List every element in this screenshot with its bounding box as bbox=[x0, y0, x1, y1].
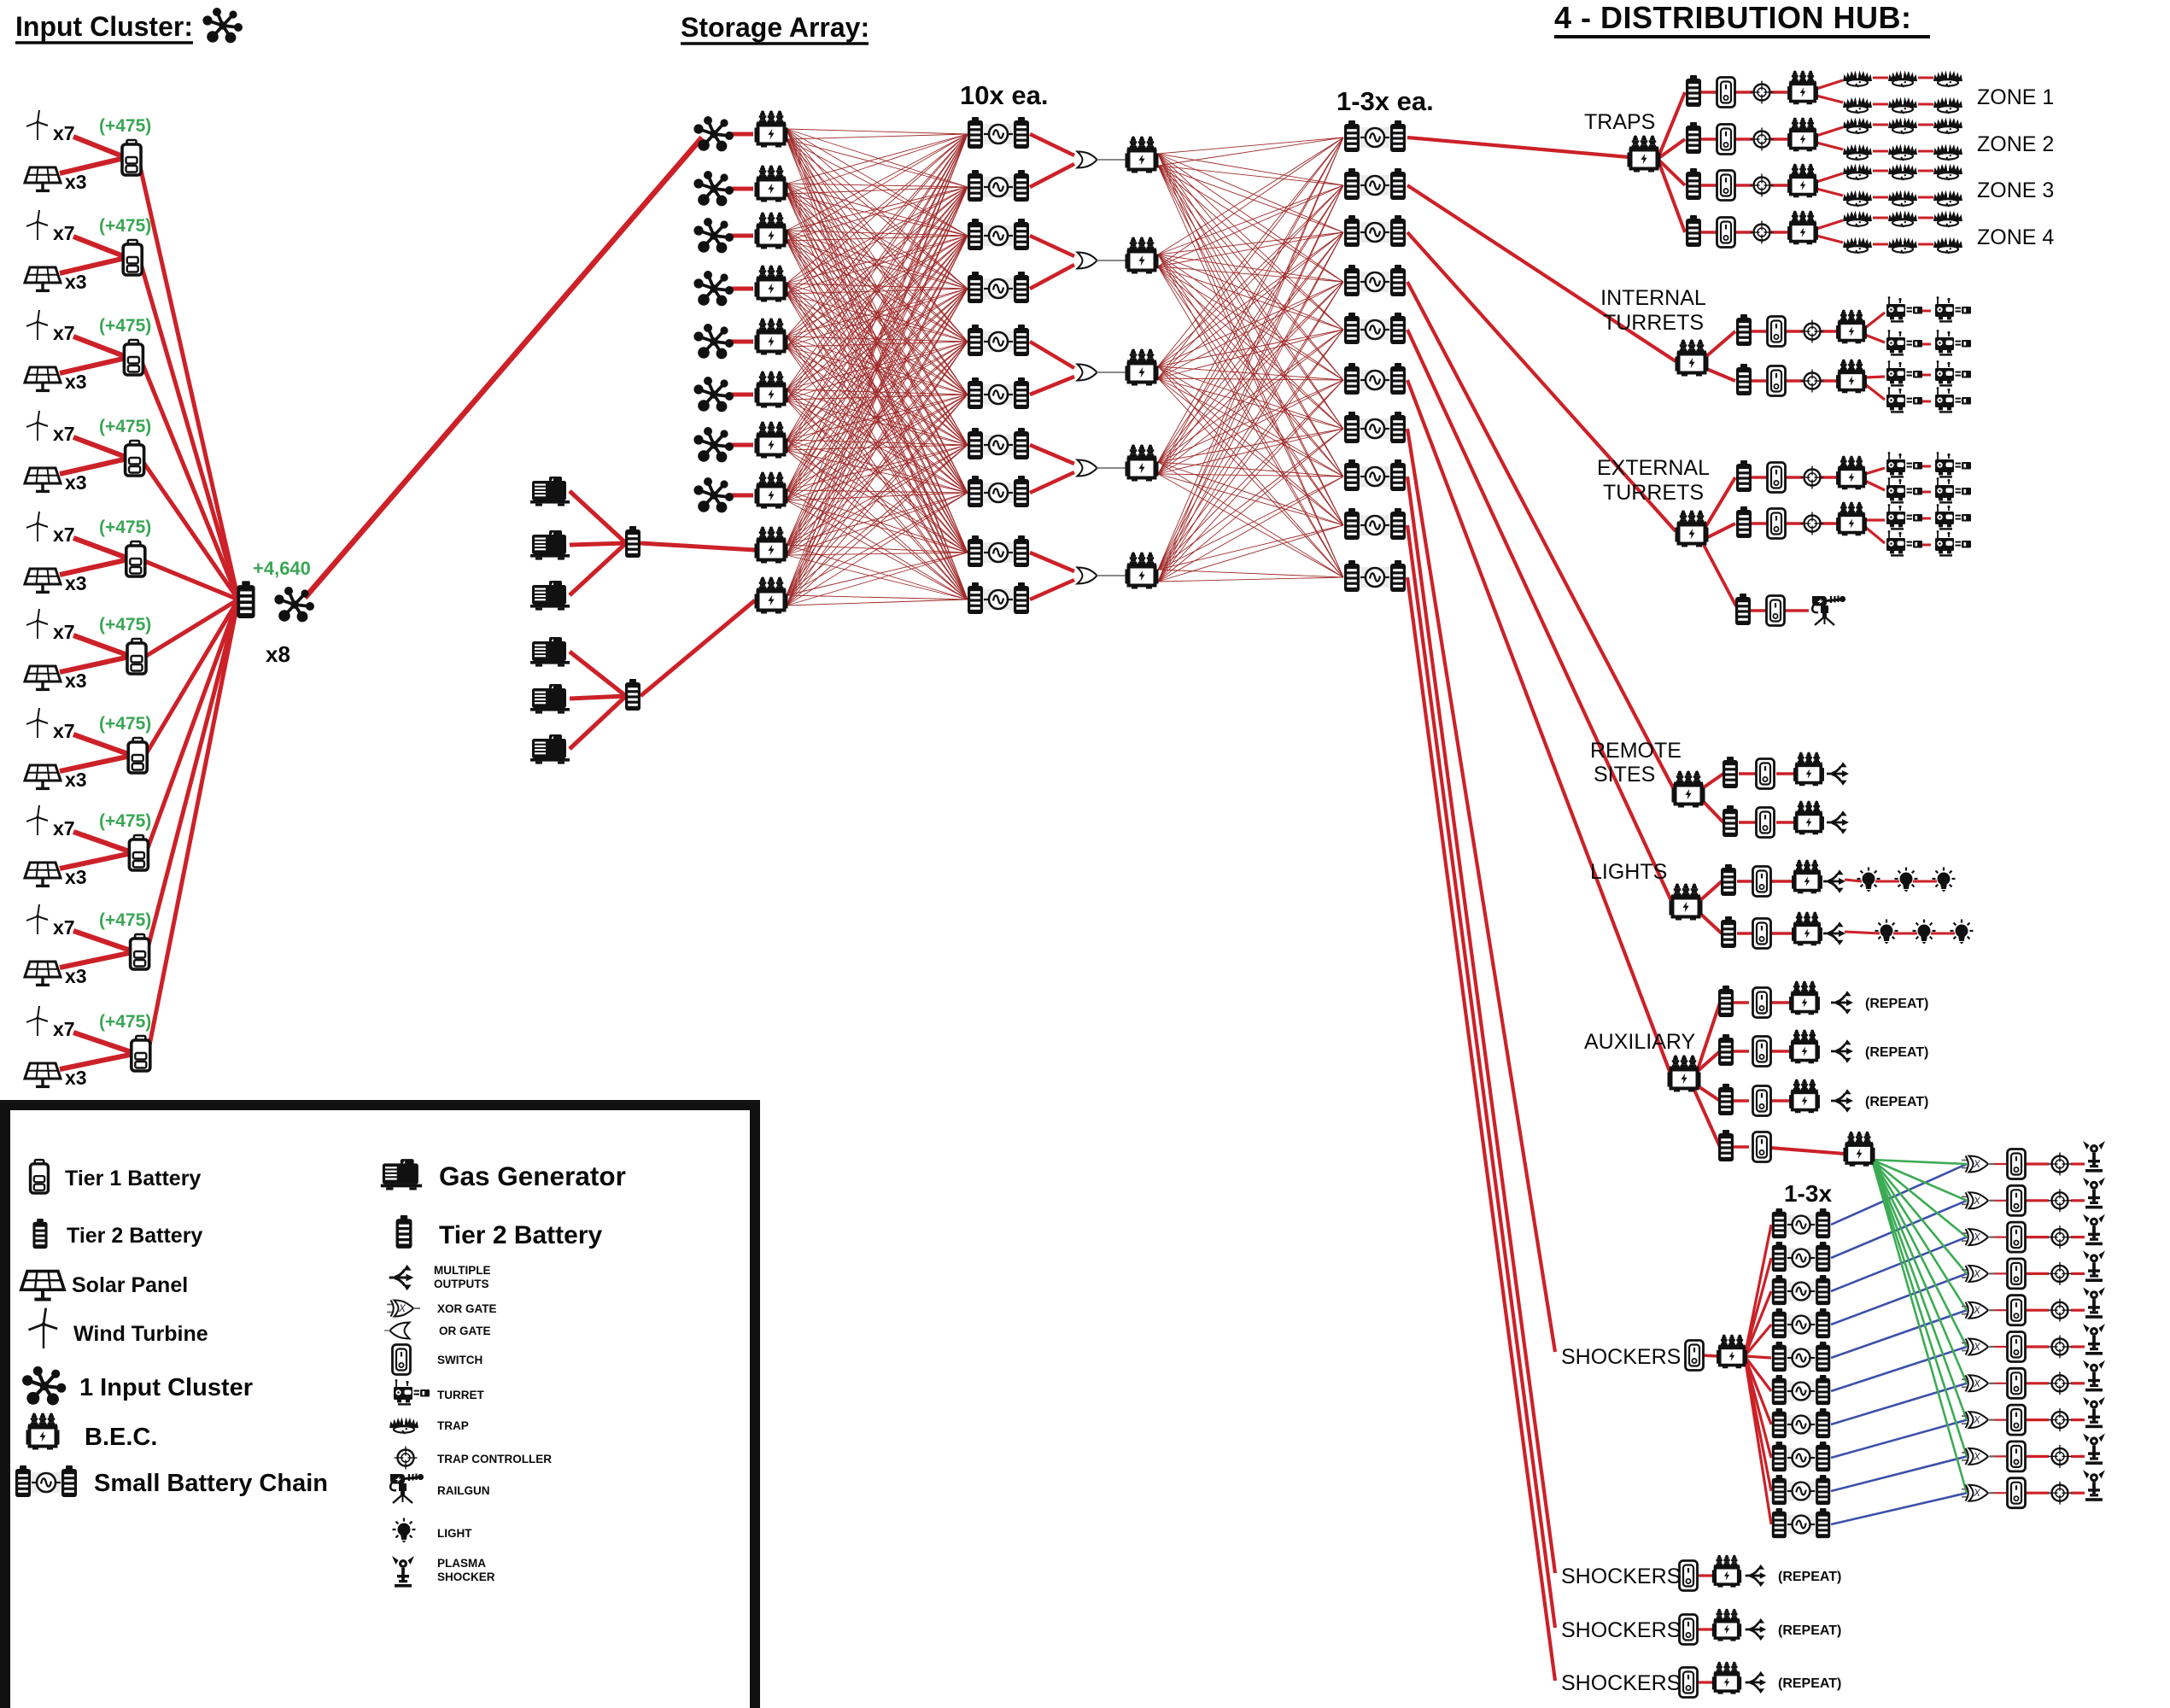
svg-text:Solar Panel: Solar Panel bbox=[72, 1273, 188, 1297]
svg-text:ZONE 3: ZONE 3 bbox=[1977, 178, 2054, 202]
svg-text:TRAP CONTROLLER: TRAP CONTROLLER bbox=[437, 1453, 552, 1465]
svg-text:(+475): (+475) bbox=[99, 116, 151, 136]
svg-text:x7: x7 bbox=[53, 817, 75, 839]
svg-text:Tier 2 Battery: Tier 2 Battery bbox=[439, 1221, 603, 1249]
svg-text:x3: x3 bbox=[65, 572, 87, 594]
svg-text:(+475): (+475) bbox=[99, 910, 151, 930]
svg-text:x3: x3 bbox=[65, 965, 87, 987]
svg-text:1-3x: 1-3x bbox=[1784, 1180, 1832, 1207]
svg-text:x3: x3 bbox=[65, 271, 87, 293]
svg-text:(+475): (+475) bbox=[99, 417, 151, 436]
svg-text:SHOCKERS: SHOCKERS bbox=[1561, 1618, 1681, 1642]
svg-text:RAILGUN: RAILGUN bbox=[437, 1484, 490, 1497]
svg-text:(+475): (+475) bbox=[99, 615, 151, 635]
svg-text:TURRET: TURRET bbox=[437, 1389, 484, 1401]
svg-text:SHOCKER: SHOCKER bbox=[437, 1571, 495, 1583]
svg-text:TRAPS: TRAPS bbox=[1584, 110, 1655, 134]
svg-text:(REPEAT): (REPEAT) bbox=[1865, 1045, 1928, 1060]
svg-text:(REPEAT): (REPEAT) bbox=[1778, 1570, 1841, 1584]
svg-text:x3: x3 bbox=[65, 1067, 87, 1089]
svg-text:10x ea.: 10x ea. bbox=[960, 80, 1048, 110]
svg-text:4 - DISTRIBUTION HUB:: 4 - DISTRIBUTION HUB: bbox=[1554, 0, 1912, 35]
svg-text:x7: x7 bbox=[53, 122, 75, 144]
svg-text:OR GATE: OR GATE bbox=[439, 1325, 491, 1337]
svg-text:TURRETS: TURRETS bbox=[1603, 311, 1704, 335]
svg-text:x7: x7 bbox=[53, 222, 75, 244]
svg-text:Input Cluster:: Input Cluster: bbox=[15, 11, 193, 42]
svg-text:SHOCKERS: SHOCKERS bbox=[1561, 1565, 1681, 1588]
svg-text:(+475): (+475) bbox=[99, 316, 151, 336]
svg-text:x8: x8 bbox=[266, 641, 290, 667]
svg-text:REMOTE: REMOTE bbox=[1590, 739, 1682, 763]
svg-text:LIGHTS: LIGHTS bbox=[1590, 860, 1667, 884]
svg-text:AUXILIARY: AUXILIARY bbox=[1584, 1030, 1695, 1054]
svg-text:+4,640: +4,640 bbox=[253, 558, 311, 579]
svg-text:x3: x3 bbox=[65, 769, 87, 791]
svg-text:x7: x7 bbox=[53, 524, 75, 546]
svg-text:(+475): (+475) bbox=[99, 1012, 151, 1032]
svg-text:x3: x3 bbox=[65, 171, 87, 193]
svg-text:SITES: SITES bbox=[1594, 763, 1655, 787]
svg-text:x7: x7 bbox=[53, 423, 75, 445]
svg-text:XOR GATE: XOR GATE bbox=[437, 1302, 497, 1315]
svg-text:TURRETS: TURRETS bbox=[1603, 481, 1704, 505]
svg-text:x7: x7 bbox=[53, 322, 75, 344]
svg-text:Small Battery Chain: Small Battery Chain bbox=[94, 1470, 328, 1497]
svg-text:ZONE 4: ZONE 4 bbox=[1977, 225, 2054, 249]
svg-text:OUTPUTS: OUTPUTS bbox=[434, 1278, 489, 1290]
svg-text:x3: x3 bbox=[65, 670, 87, 692]
svg-text:SHOCKERS: SHOCKERS bbox=[1561, 1671, 1681, 1695]
svg-text:x7: x7 bbox=[53, 720, 75, 742]
svg-text:(+475): (+475) bbox=[99, 216, 151, 236]
svg-text:LIGHT: LIGHT bbox=[437, 1527, 472, 1540]
svg-text:MULTIPLE: MULTIPLE bbox=[434, 1264, 491, 1277]
svg-text:x3: x3 bbox=[65, 471, 87, 494]
svg-text:Tier 1 Battery: Tier 1 Battery bbox=[65, 1167, 201, 1190]
svg-text:(REPEAT): (REPEAT) bbox=[1778, 1676, 1841, 1691]
svg-text:(+475): (+475) bbox=[99, 811, 151, 831]
svg-text:ZONE 1: ZONE 1 bbox=[1977, 85, 2054, 109]
svg-text:1-3x ea.: 1-3x ea. bbox=[1337, 86, 1434, 116]
svg-text:x3: x3 bbox=[65, 371, 87, 393]
svg-text:SHOCKERS: SHOCKERS bbox=[1561, 1345, 1681, 1369]
svg-text:x7: x7 bbox=[53, 916, 75, 939]
svg-text:Storage Array:: Storage Array: bbox=[681, 12, 869, 43]
svg-text:Gas Generator: Gas Generator bbox=[439, 1161, 626, 1191]
svg-text:(+475): (+475) bbox=[99, 518, 151, 537]
svg-text:1 Input Cluster: 1 Input Cluster bbox=[79, 1374, 253, 1401]
svg-text:x7: x7 bbox=[53, 621, 75, 643]
svg-text:B.E.C.: B.E.C. bbox=[85, 1424, 157, 1451]
svg-text:(REPEAT): (REPEAT) bbox=[1778, 1623, 1841, 1638]
svg-text:(+475): (+475) bbox=[99, 714, 151, 734]
svg-text:SWITCH: SWITCH bbox=[437, 1354, 483, 1366]
svg-text:Wind Turbine: Wind Turbine bbox=[73, 1322, 208, 1346]
svg-text:x3: x3 bbox=[65, 866, 87, 888]
svg-text:INTERNAL: INTERNAL bbox=[1600, 286, 1706, 310]
svg-text:Tier 2 Battery: Tier 2 Battery bbox=[67, 1224, 202, 1248]
svg-text:TRAP: TRAP bbox=[437, 1419, 469, 1432]
svg-text:EXTERNAL: EXTERNAL bbox=[1597, 456, 1710, 480]
svg-text:(REPEAT): (REPEAT) bbox=[1865, 1095, 1928, 1109]
svg-text:ZONE 2: ZONE 2 bbox=[1977, 132, 2054, 156]
svg-text:x7: x7 bbox=[53, 1018, 75, 1040]
svg-text:(REPEAT): (REPEAT) bbox=[1865, 997, 1928, 1011]
svg-text:PLASMA: PLASMA bbox=[437, 1557, 486, 1570]
